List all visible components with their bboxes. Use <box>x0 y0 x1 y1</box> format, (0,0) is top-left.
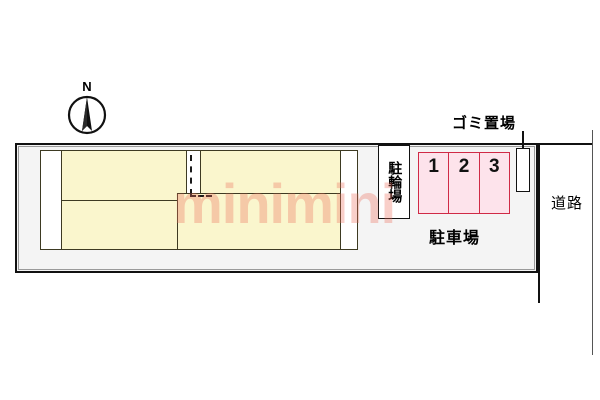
parking-stall-1[interactable]: 1 <box>419 153 450 213</box>
building-west-corridor <box>40 150 62 250</box>
north-arrow-icon: N <box>67 80 107 135</box>
trash-area-label: ゴミ置場 <box>452 114 517 132</box>
bicycle-parking-area: 駐輪場 <box>378 145 410 219</box>
trash-area-box <box>516 148 530 192</box>
dashed-partition-horizontal <box>190 195 212 197</box>
parking-stall-number: 1 <box>428 156 439 177</box>
bicycle-parking-label: 駐輪場 <box>386 161 403 203</box>
unit-ne-upper <box>200 150 341 194</box>
road-label: 道路 <box>551 194 584 212</box>
unit-nw-upper <box>61 150 187 201</box>
road-outer-edge <box>592 130 594 355</box>
site-inner-boundary <box>18 146 535 270</box>
parking-stall-number: 2 <box>458 156 470 177</box>
parking-stall-3[interactable]: 3 <box>480 153 509 213</box>
parking-stall-2[interactable]: 2 <box>449 153 480 213</box>
parking-stall-number: 3 <box>489 156 500 177</box>
compass-rose-icon <box>67 95 107 135</box>
building-footprint <box>40 150 358 250</box>
dashed-partition-vertical <box>190 155 192 195</box>
unit-nw-lower <box>61 200 187 250</box>
road-top-edge <box>538 143 593 145</box>
car-parking-label: 駐車場 <box>429 228 481 247</box>
building-east-corridor <box>340 150 358 250</box>
parking-stalls-group: 1 2 3 <box>418 152 510 214</box>
road-inner-edge <box>538 143 540 303</box>
unit-ne-lower <box>177 193 341 250</box>
compass-north-label: N <box>82 79 92 94</box>
